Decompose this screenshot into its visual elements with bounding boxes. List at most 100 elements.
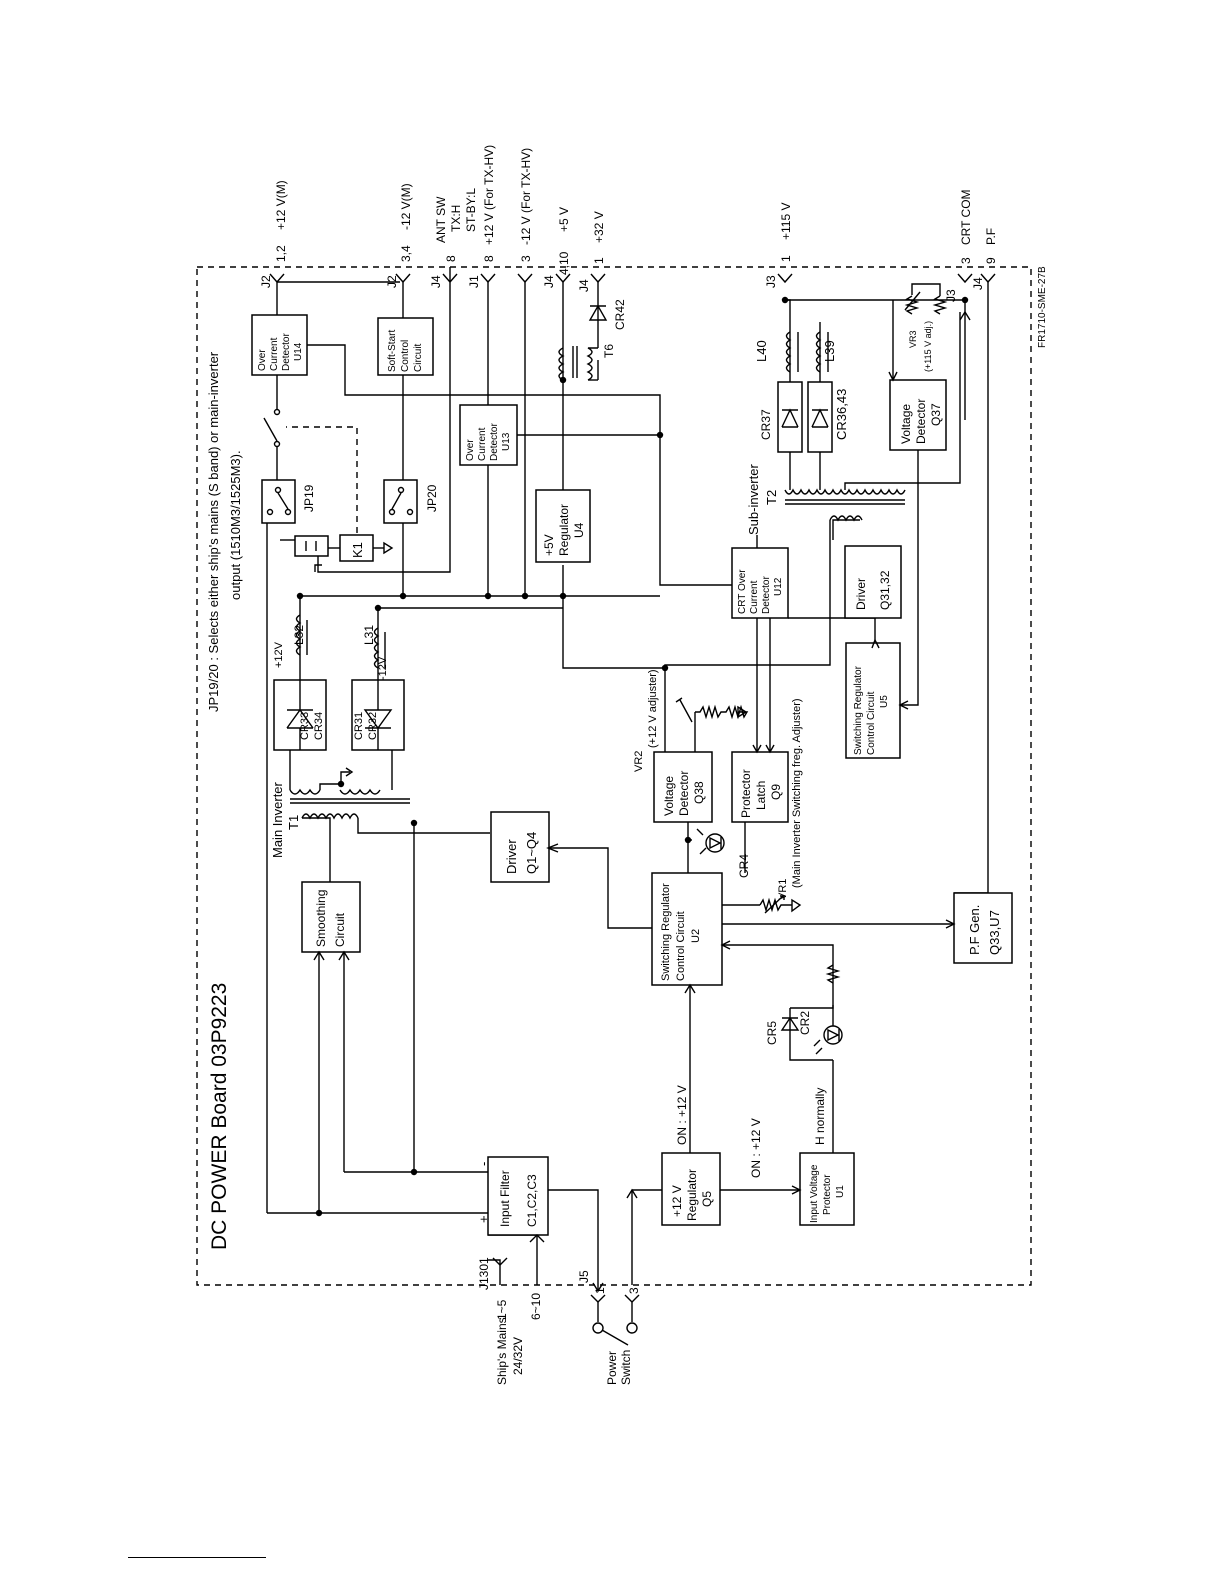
svg-text:Voltage: Voltage xyxy=(662,776,676,816)
power-switch-label-1: Power xyxy=(605,1351,619,1385)
svg-text:Circuit: Circuit xyxy=(413,343,424,372)
svg-text:Protector: Protector xyxy=(739,769,753,818)
svg-text:4,10: 4,10 xyxy=(557,251,571,275)
svg-text:1,2: 1,2 xyxy=(274,245,288,262)
inductor-l40 xyxy=(785,331,799,373)
protector-latch-q9-block: Protector Latch Q9 xyxy=(731,751,789,823)
power-switch-symbol xyxy=(592,1302,638,1346)
voltage-detector-q38-block: Voltage Detector Q38 xyxy=(653,751,713,823)
top-connector-j4-pf: J4 9 P.F xyxy=(971,228,998,290)
voltage-detector-q37-block: Voltage Detector Q37 xyxy=(889,379,947,451)
u14-switch xyxy=(263,408,281,448)
svg-text:U13: U13 xyxy=(501,432,512,451)
top-connector-j3-crtcom: J3 3 CRT COM xyxy=(944,189,973,302)
svg-text:CRT Over: CRT Over xyxy=(737,569,748,614)
svg-text:J1: J1 xyxy=(467,275,481,288)
t1-label: T1 xyxy=(286,815,301,830)
svg-text:Current: Current xyxy=(269,337,280,371)
cr33-rectifier-block xyxy=(273,679,327,751)
on12-label-b: ON : +12 V xyxy=(749,1118,763,1178)
cr34-label: CR34 xyxy=(313,712,325,740)
svg-text:J4: J4 xyxy=(971,277,985,290)
board-title: DC POWER Board 03P9223 xyxy=(208,983,231,1250)
svg-text:P.F Gen.: P.F Gen. xyxy=(967,905,982,955)
svg-text:Soft-Start: Soft-Start xyxy=(387,330,398,372)
mains-pins-a: 1~5 xyxy=(495,1299,509,1320)
svg-text:Q5: Q5 xyxy=(700,1191,714,1207)
cr37-diode-block xyxy=(777,381,803,453)
input-voltage-protector-block: Input Voltage Protector U1 xyxy=(799,1152,855,1226)
crt-over-current-u12-block: CRT Over Current Detector U12 xyxy=(731,547,789,619)
vr1-label: VR1 xyxy=(777,879,789,900)
svg-text:9: 9 xyxy=(984,257,998,264)
vr3-label: VR3 xyxy=(908,330,918,348)
mains-pins-b: 6~10 xyxy=(529,1293,543,1320)
cr42-diode xyxy=(588,304,608,348)
svg-text:8: 8 xyxy=(482,255,496,262)
inductor-l32 xyxy=(295,614,308,656)
svg-text:Input Voltage: Input Voltage xyxy=(809,1164,820,1223)
t2-label: T2 xyxy=(764,490,779,505)
svg-text:C1,C2,C3: C1,C2,C3 xyxy=(525,1174,539,1227)
resistor-r-u2 xyxy=(825,964,841,984)
top-connector-j2b: J2 3,4 -12 V(M) xyxy=(385,183,413,288)
svg-text:ST-BY:L: ST-BY:L xyxy=(464,188,478,232)
l31-label: L31 xyxy=(362,625,376,645)
svg-text:1: 1 xyxy=(779,255,793,262)
svg-text:-12 V(M): -12 V(M) xyxy=(399,183,413,230)
svg-text:Control Circuit: Control Circuit xyxy=(675,911,687,981)
regulator-u4-block: +5V Regulator U4 xyxy=(535,489,591,563)
svg-text:Over: Over xyxy=(465,439,476,461)
driver-q1-block: Driver Q1~Q4 xyxy=(490,811,550,883)
over-current-u14-block: Over Current Detector U14 xyxy=(251,314,308,376)
mains-label-1: Ship's Mains xyxy=(495,1317,509,1385)
svg-text:3: 3 xyxy=(519,255,533,262)
svg-text:J4: J4 xyxy=(577,279,591,292)
note-line-1: JP19/20 : Selects either ship's mains (S… xyxy=(206,351,221,712)
note-line-2: output (1510M3/1525M3). xyxy=(228,450,243,600)
vr2-note: (+12 V adjuster) xyxy=(647,669,659,748)
vr3-note: (+115 V adj.) xyxy=(923,321,933,372)
smoothing-circuit-block: Smoothing Circuit xyxy=(301,881,361,953)
svg-text:Latch: Latch xyxy=(754,781,768,810)
svg-text:Current: Current xyxy=(477,427,488,461)
cr5-diode xyxy=(780,1016,800,1031)
l40-label: L40 xyxy=(754,340,769,362)
cr32-label: CR32 xyxy=(367,712,379,740)
j1301-label: J1301 xyxy=(477,1257,491,1290)
inductor-l31 xyxy=(373,627,386,669)
vr3-resistor xyxy=(904,291,948,315)
input-filter-block: Input Filter C1,C2,C3 xyxy=(487,1156,549,1236)
vr2-resistor xyxy=(675,697,749,723)
svg-text:Voltage: Voltage xyxy=(899,404,913,444)
jp20-switch xyxy=(383,479,418,524)
cr31-rectifier-block xyxy=(351,679,405,751)
svg-text:+115 V: +115 V xyxy=(779,203,793,240)
svg-text:+12 V: +12 V xyxy=(670,1185,684,1217)
cr36-label: CR36,43 xyxy=(834,389,849,440)
driver-q31-block: Driver Q31,32 xyxy=(844,545,902,619)
j5-pin3: 3 xyxy=(627,1287,641,1294)
svg-text:Q1~Q4: Q1~Q4 xyxy=(524,832,539,874)
svg-text:Control: Control xyxy=(400,340,411,372)
svg-text:Driver: Driver xyxy=(854,578,868,610)
cr4-optocoupler xyxy=(696,828,725,855)
cr2-optocoupler xyxy=(813,1005,843,1055)
top-connector-j4-antsw: J4 8 ANT SW TX:H ST-BY:L xyxy=(429,188,478,288)
main-inverter-label: Main Inverter xyxy=(270,781,285,858)
on12-label-a: ON : +12 V xyxy=(675,1085,689,1145)
svg-text:Regulator: Regulator xyxy=(557,504,571,556)
svg-text:Control Circuit: Control Circuit xyxy=(866,691,877,755)
svg-text:J4: J4 xyxy=(429,275,443,288)
t6-label: T6 xyxy=(602,344,616,358)
j5-label: J5 xyxy=(577,1270,591,1283)
top-connector-j1: J1 8 +12 V (For TX-HV) xyxy=(467,145,496,288)
svg-text:Switching Regulator: Switching Regulator xyxy=(853,665,864,755)
svg-text:3,4: 3,4 xyxy=(399,245,413,262)
transformer-t6 xyxy=(558,346,598,381)
svg-text:Q9: Q9 xyxy=(769,784,783,800)
svg-text:8: 8 xyxy=(444,255,458,262)
svg-text:Regulator: Regulator xyxy=(685,1169,699,1221)
top-connector-j4-32v: J4 1 +32 V xyxy=(577,211,606,292)
